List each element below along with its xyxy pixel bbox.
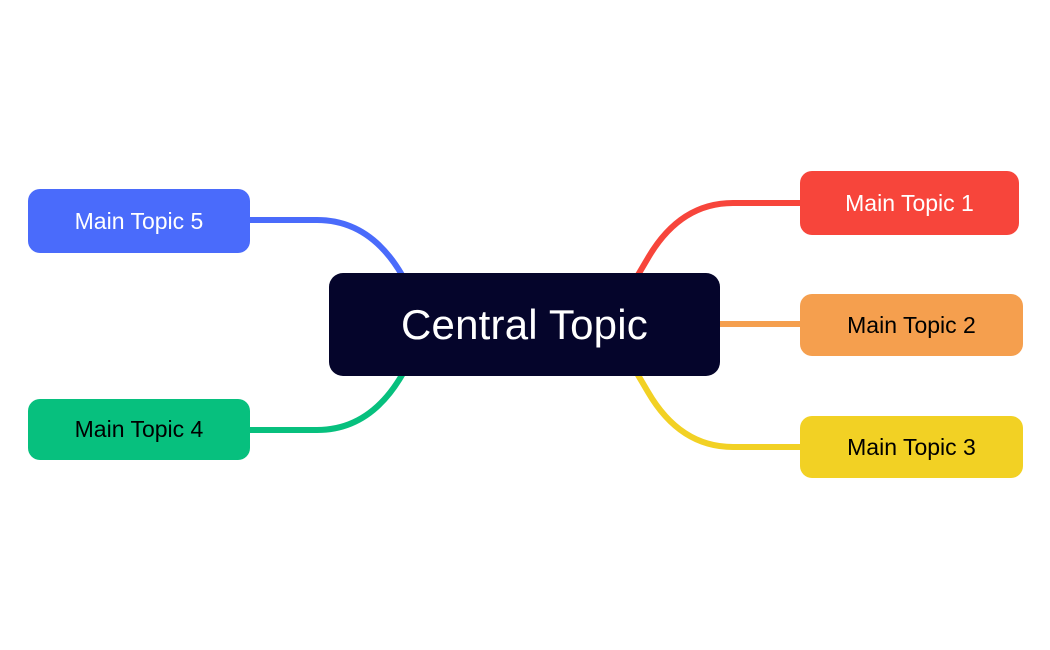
branch-node-topic-3[interactable]: Main Topic 3	[800, 416, 1023, 478]
central-topic-label: Central Topic	[401, 300, 648, 348]
branch-label-topic-5: Main Topic 5	[74, 207, 204, 234]
connector-topic-1	[625, 200, 803, 295]
branch-node-topic-5[interactable]: Main Topic 5	[28, 189, 250, 253]
branch-label-topic-3: Main Topic 3	[847, 433, 976, 460]
branch-label-topic-4: Main Topic 4	[74, 416, 204, 442]
central-topic-node[interactable]: Central Topic	[329, 273, 720, 376]
branch-node-topic-2[interactable]: Main Topic 2	[800, 294, 1023, 356]
connector-topic-3	[625, 355, 803, 450]
branch-node-topic-1[interactable]: Main Topic 1	[800, 171, 1019, 235]
branch-label-topic-1: Main Topic 1	[845, 189, 974, 216]
connector-topic-4	[247, 338, 425, 433]
branch-node-topic-4[interactable]: Main Topic 4	[28, 399, 250, 460]
branch-label-topic-2: Main Topic 2	[847, 311, 976, 338]
connector-topic-5	[247, 217, 425, 312]
